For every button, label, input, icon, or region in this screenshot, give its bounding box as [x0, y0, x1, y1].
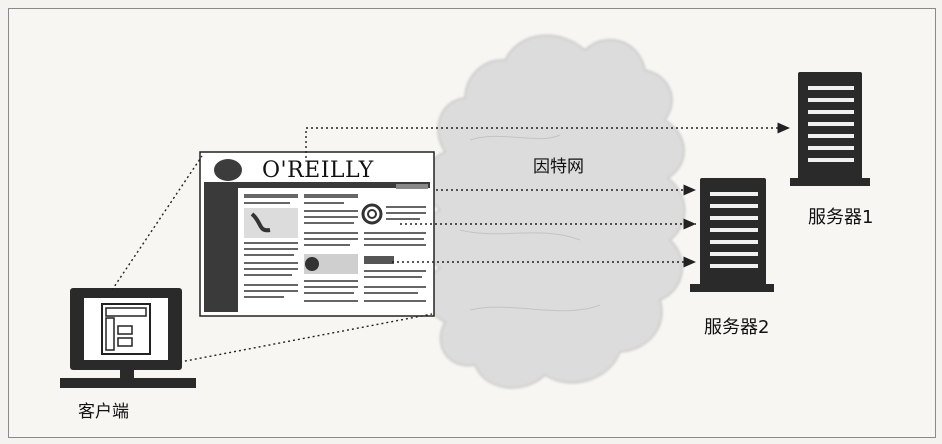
client-computer [60, 288, 196, 388]
logo-animal-icon [214, 159, 242, 181]
server-2 [690, 178, 774, 292]
client-label: 客户端 [78, 402, 129, 422]
internet-label: 因特网 [533, 157, 584, 177]
spiral-icon [361, 203, 383, 225]
server-1-label: 服务器1 [808, 207, 874, 228]
server-1 [790, 72, 870, 186]
request-arrows [305, 122, 790, 268]
internet-cloud [420, 34, 686, 389]
server-2-label: 服务器2 [704, 317, 770, 338]
webpage-thumbnail [199, 151, 435, 317]
webpage-logo: O'REILLY [262, 158, 374, 183]
projection-lines [111, 155, 433, 363]
